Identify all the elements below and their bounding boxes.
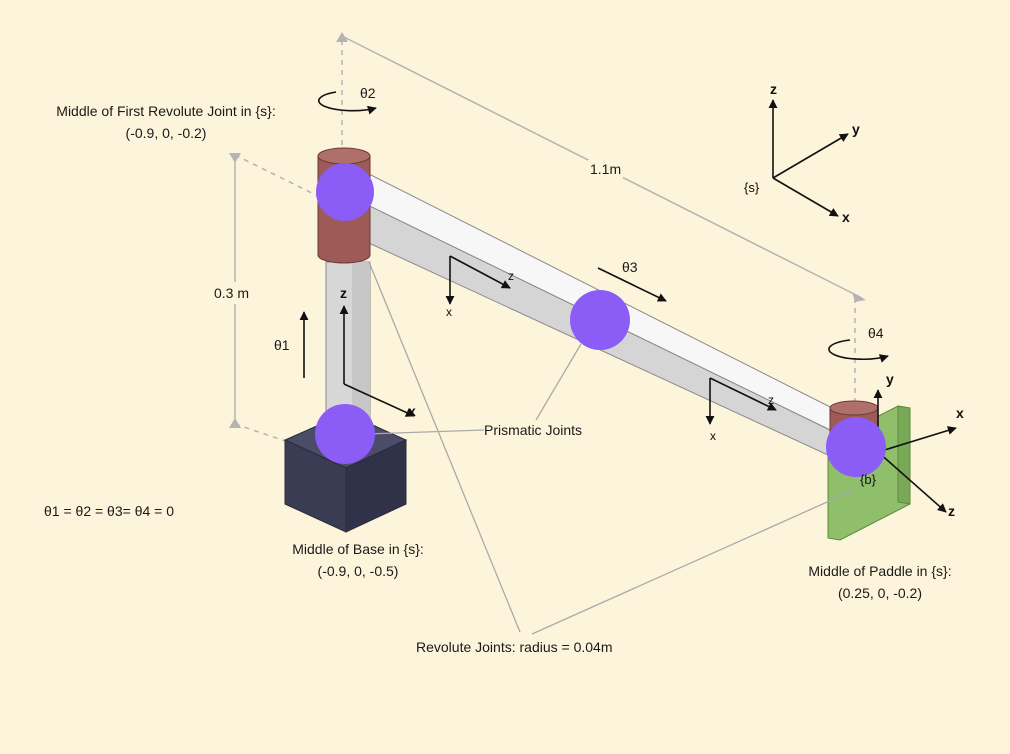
motion-arrows bbox=[299, 91, 889, 378]
space-frame-name: {s} bbox=[744, 180, 760, 195]
space-frame-x-label: x bbox=[842, 209, 850, 225]
body-frame-x-label: x bbox=[956, 405, 964, 421]
prismatic-joint-base bbox=[315, 404, 375, 464]
theta2-label: θ2 bbox=[360, 85, 376, 101]
arm-frame-2-x-label: x bbox=[710, 429, 716, 443]
leader-revolute-2 bbox=[531, 489, 855, 635]
leader-prismatic-arm bbox=[535, 343, 582, 421]
zero-configuration-label: θ1 = θ2 = θ3= θ4 = 0 bbox=[44, 503, 175, 519]
dimension-arrowheads bbox=[229, 32, 866, 428]
leader-lines bbox=[365, 261, 855, 635]
theta3-label: θ3 bbox=[622, 259, 638, 275]
body-frame-name: {b} bbox=[860, 472, 877, 487]
theta3-arrow bbox=[597, 267, 667, 302]
arm-frame-1 bbox=[445, 255, 511, 305]
arm-frame-1-x-label: x bbox=[446, 305, 452, 319]
revolute-joints-label: Revolute Joints: radius = 0.04m bbox=[416, 639, 613, 655]
height-dimension-label: 0.3 m bbox=[212, 282, 252, 304]
joint-markers bbox=[315, 163, 886, 477]
body-frame-y-label: y bbox=[886, 371, 894, 387]
leader-revolute-1 bbox=[368, 261, 521, 633]
leader-prismatic-base bbox=[365, 429, 485, 435]
length-dimension-label: 1.1m bbox=[588, 160, 624, 178]
vertical-link-frame bbox=[339, 305, 415, 417]
prismatic-joint-arm bbox=[570, 290, 630, 350]
height-top-extension bbox=[234, 154, 323, 199]
space-frame-z-label: z bbox=[770, 81, 777, 97]
space-frame bbox=[768, 99, 849, 217]
revolute-joint-1 bbox=[316, 163, 374, 221]
arm-frame-2 bbox=[705, 377, 777, 425]
paddle-coords: (0.25, 0, -0.2) bbox=[837, 585, 923, 601]
base-title: Middle of Base in {s}: bbox=[292, 541, 424, 557]
vertical-link-z-label: z bbox=[340, 285, 347, 301]
base-coords: (-0.9, 0, -0.5) bbox=[317, 563, 399, 579]
theta2-rotation-arrow bbox=[318, 91, 377, 115]
height-bottom-extension bbox=[234, 423, 301, 447]
theta1-label: θ1 bbox=[274, 337, 290, 353]
body-frame-z-label: z bbox=[948, 503, 955, 519]
vertical-link-x-label: x bbox=[408, 403, 416, 419]
paddle-title: Middle of Paddle in {s}: bbox=[808, 563, 952, 579]
theta4-label: θ4 bbox=[868, 325, 884, 341]
arm-frame-2-z-label: z bbox=[768, 393, 774, 407]
prismatic-joints-label: Prismatic Joints bbox=[484, 422, 583, 438]
theta4-rotation-arrow bbox=[828, 339, 889, 363]
arm-frame-1-z-label: z bbox=[508, 269, 514, 283]
first-joint-title: Middle of First Revolute Joint in {s}: bbox=[56, 103, 276, 119]
revolute-joint-2 bbox=[826, 417, 886, 477]
first-joint-coords: (-0.9, 0, -0.2) bbox=[125, 125, 207, 141]
space-frame-y-label: y bbox=[852, 121, 860, 137]
